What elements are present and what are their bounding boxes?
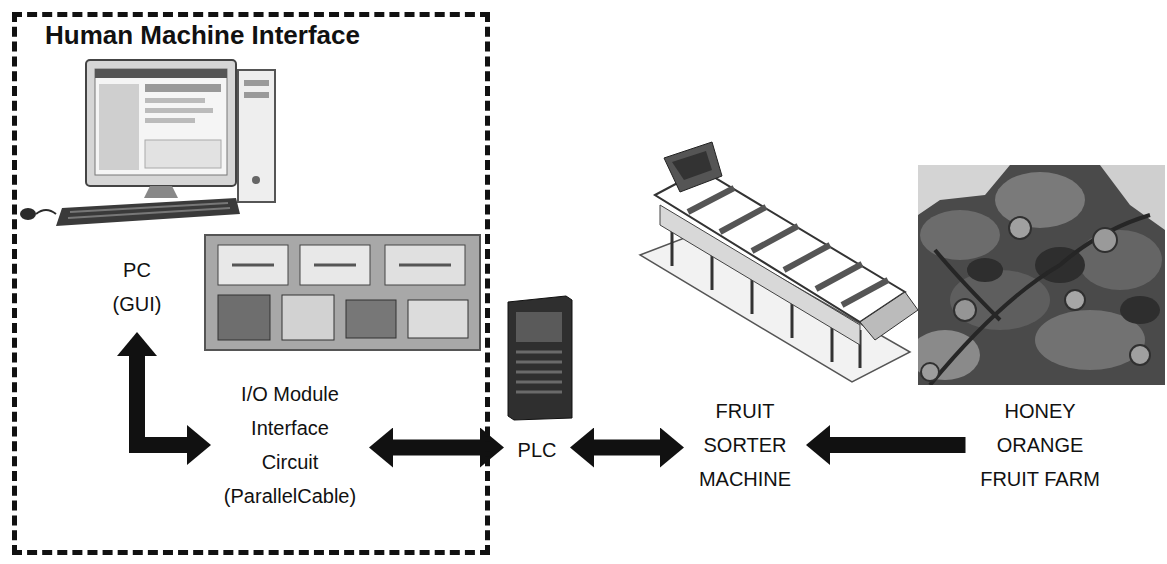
- monitor-bezel: [86, 60, 236, 186]
- monitor-stand: [144, 186, 178, 198]
- plc-label: PLC: [511, 429, 563, 471]
- chip: [282, 295, 334, 340]
- rollers: [688, 188, 888, 305]
- plc-illustration: [508, 296, 572, 420]
- node-label: FRUIT SORTER MACHINE: [695, 394, 795, 496]
- chip: [346, 300, 396, 338]
- window-panel: [99, 84, 139, 170]
- double-arrow: [393, 440, 480, 456]
- keyboard-keys: [68, 208, 230, 218]
- farm-label: HONEY ORANGE FRUIT FARM: [974, 390, 1107, 500]
- mouse: [20, 208, 36, 220]
- window-row: [145, 84, 221, 92]
- leaf-shadow: [967, 258, 1003, 282]
- circuit-board: [205, 235, 480, 350]
- plc-body: [508, 296, 572, 420]
- window-area: [145, 140, 221, 168]
- io-module-illustration: [205, 235, 480, 350]
- hmi-group: Human Machine Interface PC (GUI) I/O Modul…: [12, 12, 490, 555]
- double-arrow: [137, 356, 187, 445]
- window-row: [145, 98, 205, 103]
- orange: [1009, 217, 1031, 239]
- leaf-cluster: [995, 172, 1085, 228]
- pc-tower: [238, 70, 275, 202]
- output-chute: [860, 292, 918, 340]
- power-button: [252, 176, 260, 184]
- leaf-shadow: [1120, 296, 1160, 324]
- node-label: PLC: [515, 433, 559, 467]
- sorter-label: FRUIT SORTER MACHINE: [691, 390, 799, 500]
- window-row: [145, 108, 213, 113]
- plc-terminals: [516, 352, 562, 392]
- orange: [1093, 228, 1117, 252]
- hopper-opening: [672, 151, 712, 180]
- orange: [1130, 345, 1150, 365]
- double-arrow: [594, 440, 660, 456]
- window-row: [145, 118, 195, 123]
- sky-patch: [918, 165, 1010, 215]
- drive-slot: [244, 92, 269, 98]
- pc-illustration: [20, 60, 275, 226]
- farm-photo: [918, 165, 1165, 385]
- plc-panel: [516, 312, 562, 342]
- node-label: I/O Module Interface Circuit (ParallelCa…: [222, 377, 358, 513]
- drive-slot: [244, 80, 269, 86]
- pc-label: PC (GUI): [103, 249, 171, 325]
- relay-marks: [232, 264, 451, 267]
- group-title: Human Machine Interface: [45, 19, 360, 51]
- node-label: HONEY ORANGE FRUIT FARM: [978, 394, 1103, 496]
- hopper: [664, 142, 722, 192]
- sorter-illustration: [640, 142, 918, 382]
- leaf-cluster: [1078, 230, 1162, 290]
- orange: [954, 299, 976, 321]
- keyboard: [56, 198, 240, 226]
- chip: [218, 295, 270, 340]
- branches: [930, 215, 1150, 385]
- window-bar: [95, 69, 227, 78]
- monitor-screen: [95, 69, 227, 175]
- terminal-strip: [408, 300, 468, 338]
- io-module-label: I/O Module Interface Circuit (ParallelCa…: [218, 373, 362, 517]
- mouse-cable: [36, 210, 56, 214]
- orange: [921, 363, 939, 381]
- leaf-cluster: [920, 210, 1000, 260]
- conveyor-belt: [655, 170, 905, 322]
- keyboard-keys: [70, 203, 228, 212]
- arrow: [830, 437, 966, 453]
- orange: [1065, 290, 1085, 310]
- node-label: PC (GUI): [107, 253, 167, 321]
